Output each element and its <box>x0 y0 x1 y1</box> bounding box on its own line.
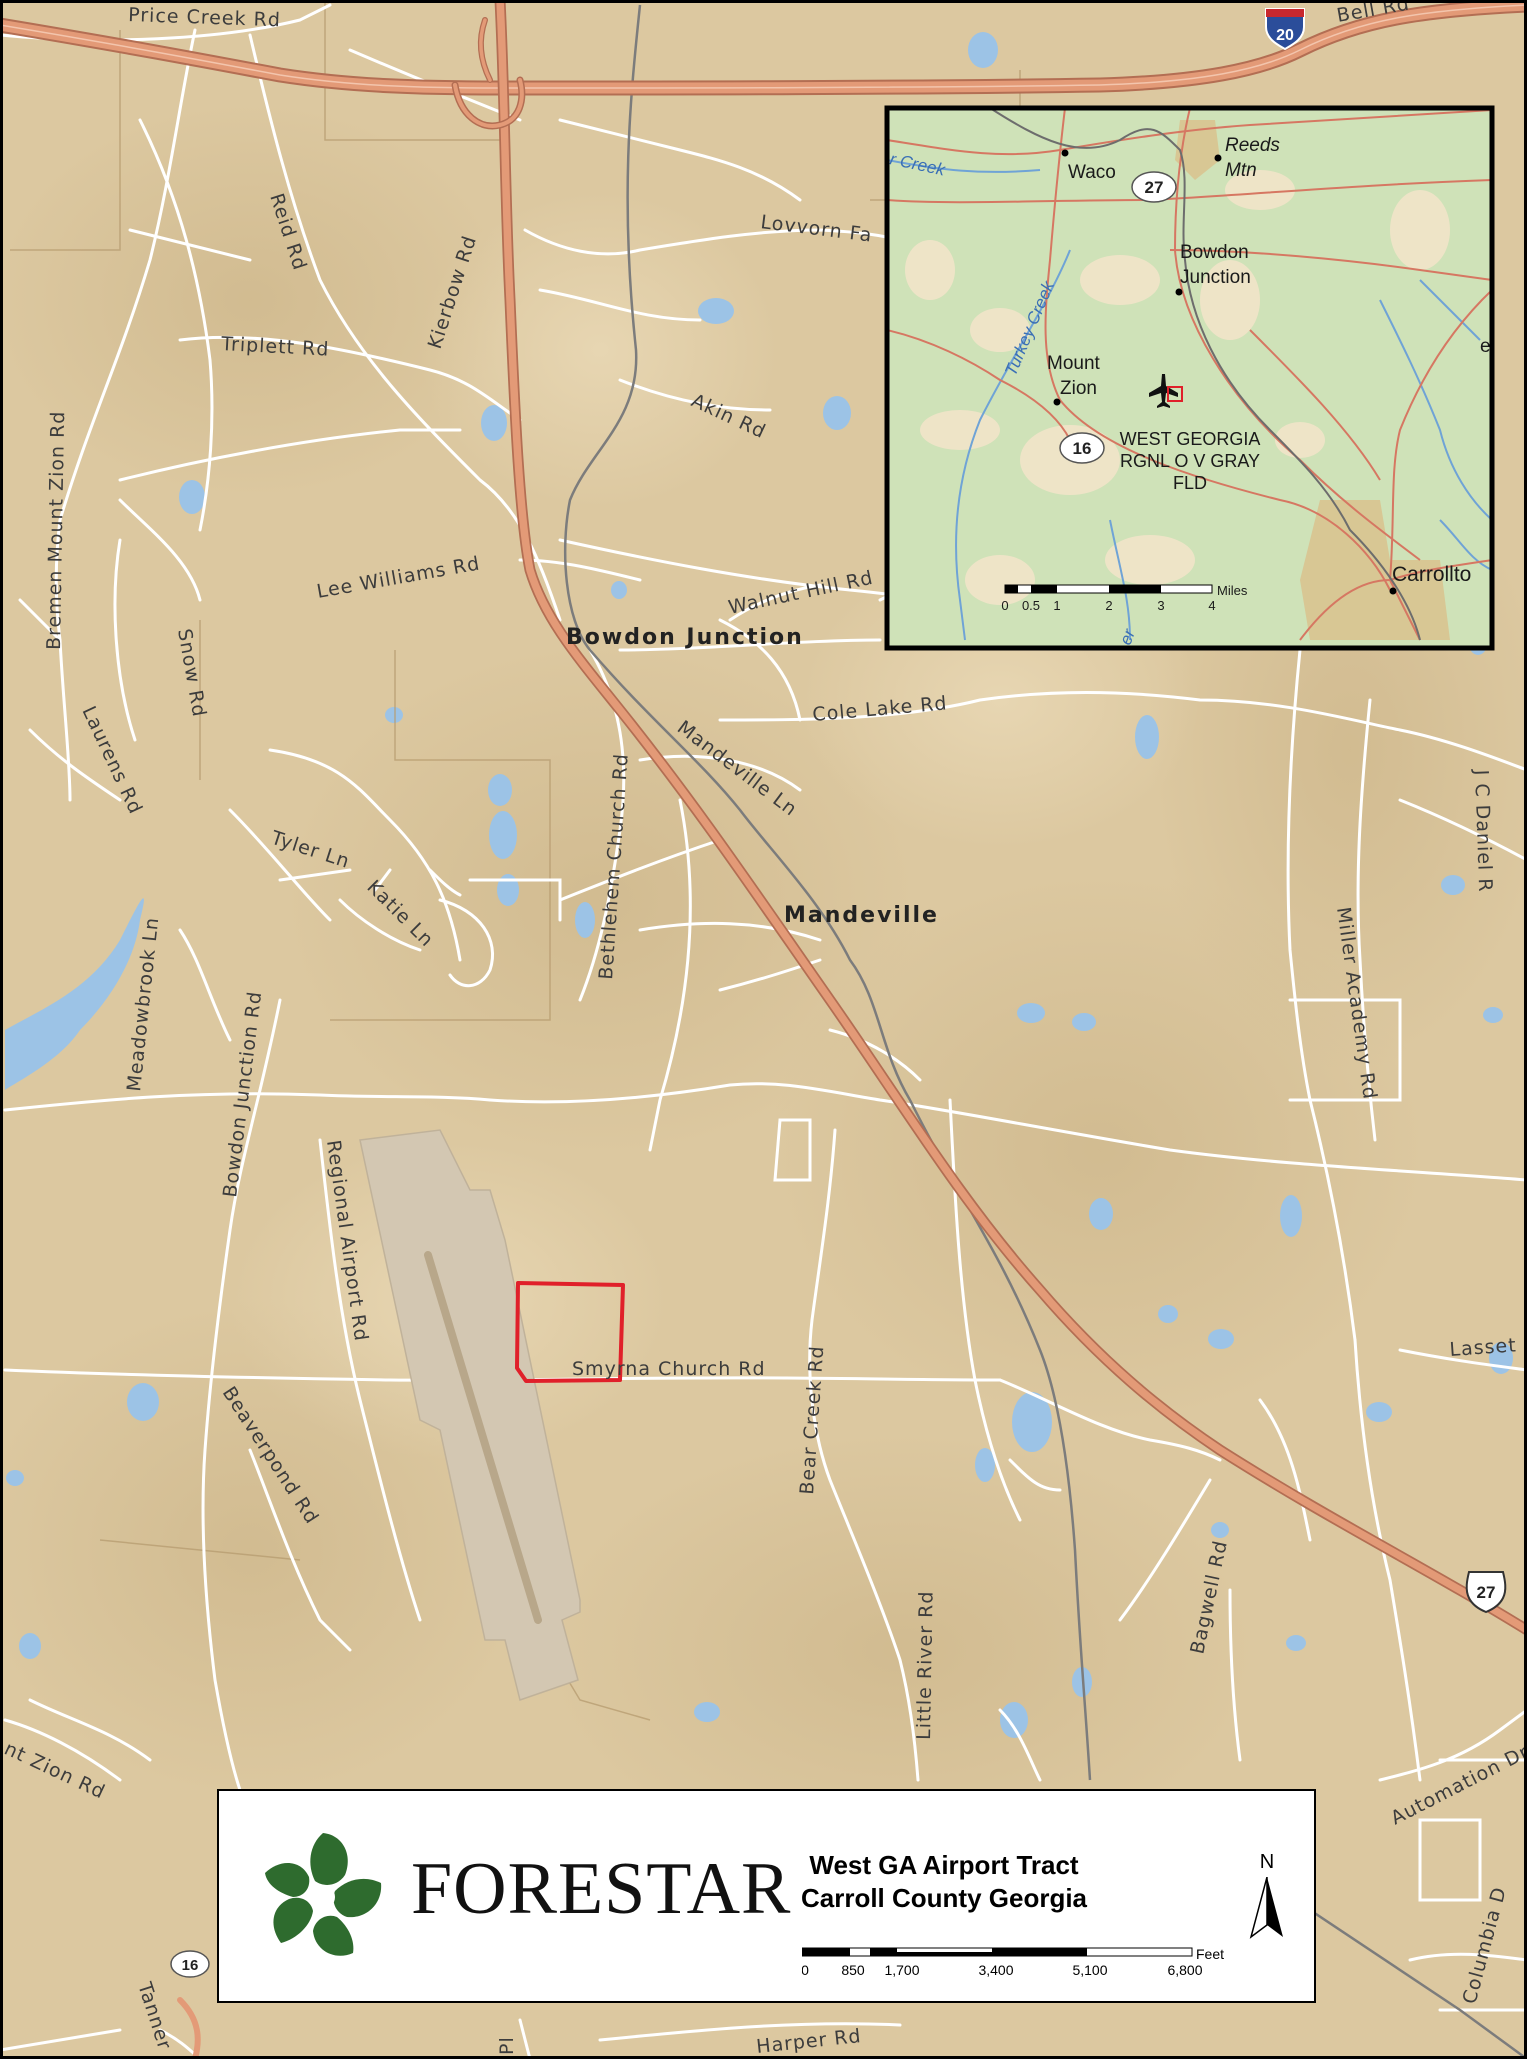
road-label: J C Daniel R <box>1470 768 1496 892</box>
interstate-20-shield: 20 <box>1265 8 1305 51</box>
forestar-logo: FORESTAR <box>239 1825 790 1965</box>
road-label: Lasset <box>1449 1334 1518 1361</box>
leaf-emblem-icon <box>265 1833 382 1956</box>
road-label: Pl <box>496 2036 518 2055</box>
route-16-number: 16 <box>182 1957 199 1974</box>
road-label: Smyrna Church Rd <box>572 1358 766 1380</box>
road-label: Bremen Mount Zion Rd <box>43 410 69 650</box>
inset-label-carrollton: Carrollto <box>1392 563 1471 586</box>
us-27-shield: 27 <box>1465 1571 1507 1614</box>
map-subtitle: Carroll County Georgia <box>800 1883 1088 1913</box>
scale-tick: 850 <box>841 1962 865 1978</box>
inset-label-waco: Waco <box>1068 162 1116 183</box>
tract-boundary <box>515 1281 625 1383</box>
inset-urban-areas <box>1175 120 1450 640</box>
inset-streams <box>886 159 1493 641</box>
north-arrow: N <box>1247 1851 1287 1951</box>
inset-frame <box>884 105 1495 651</box>
inset-scale-tick: 3 <box>1157 598 1164 613</box>
place-label-bowdon-junction: Bowdon Junction <box>566 625 804 650</box>
inset-scale-tick: 4 <box>1208 598 1215 613</box>
legend-box: FORESTAR West GA Airport Tract Carroll C… <box>217 1789 1316 2003</box>
inset-scale-bar: 0 0.5 1 2 3 4 Miles <box>1001 583 1247 613</box>
inset-scale-tick: 1 <box>1053 598 1060 613</box>
inset-scale-unit: Miles <box>1217 583 1248 598</box>
road-label: Price Creek Rd <box>128 4 281 31</box>
inset-route-16-shield: 16 <box>1059 432 1105 464</box>
route-16-shield: 16 <box>170 1950 210 1978</box>
airplane-icon <box>1149 374 1178 408</box>
inset-label-zion: Zion <box>1060 378 1097 399</box>
inset-scale-tick: 0.5 <box>1022 598 1040 613</box>
inset-site-marker <box>1167 386 1183 402</box>
inset-railroad <box>989 107 1421 641</box>
road-label: Little River Rd <box>913 1590 938 1740</box>
scale-tick: 1,700 <box>884 1962 919 1978</box>
inset-label-bowdon: Bowdon <box>1180 242 1249 263</box>
inset-label-reeds: Reeds <box>1225 135 1280 156</box>
scale-tick: 5,100 <box>1072 1962 1107 1978</box>
inset-label-mtn: Mtn <box>1225 160 1257 181</box>
inset-route-16-number: 16 <box>1073 439 1092 458</box>
inset-town-dots <box>1053 149 1397 595</box>
interstate-20-number: 20 <box>1276 27 1294 44</box>
airport-runway-area <box>359 1129 581 1701</box>
us-27-number: 27 <box>1477 1583 1496 1602</box>
inset-scale-tick: 0 <box>1001 598 1008 613</box>
inset-edge-label: e <box>1480 336 1491 357</box>
inset-roads <box>886 107 1493 641</box>
scale-bar: 0 850 1,700 3,400 5,100 6,800 Feet <box>801 1941 1252 1991</box>
inset-label-junction: Junction <box>1180 267 1251 288</box>
inset-locator-map: Waco Reeds Mtn Bowdon Junction Mount Zio… <box>884 105 1495 651</box>
scale-tick: 6,800 <box>1167 1962 1202 1978</box>
brand-wordmark: FORESTAR <box>411 1848 792 1930</box>
scale-tick: 3,400 <box>978 1962 1013 1978</box>
inset-scale-tick: 2 <box>1105 598 1112 613</box>
north-arrow-icon <box>1249 1877 1283 1939</box>
water-bodies <box>5 32 1513 1738</box>
map-title-block: West GA Airport Tract Carroll County Geo… <box>759 1849 1129 1915</box>
inset-airport-label-line2: RGNL O V GRAY <box>1120 451 1260 471</box>
scale-tick: 0 <box>802 1962 809 1978</box>
north-letter: N <box>1259 1851 1275 1873</box>
scale-unit: Feet <box>1196 1946 1224 1962</box>
inset-label-mount: Mount <box>1047 353 1101 374</box>
map-title: West GA Airport Tract <box>809 1850 1079 1880</box>
place-label-mandeville: Mandeville <box>784 903 939 928</box>
inset-airport-label-line1: WEST GEORGIA <box>1120 429 1261 449</box>
inset-us-27-shield: 27 <box>1131 171 1177 203</box>
inset-us-27-number: 27 <box>1145 178 1164 197</box>
inset-airport-label-line3: FLD <box>1173 473 1207 493</box>
